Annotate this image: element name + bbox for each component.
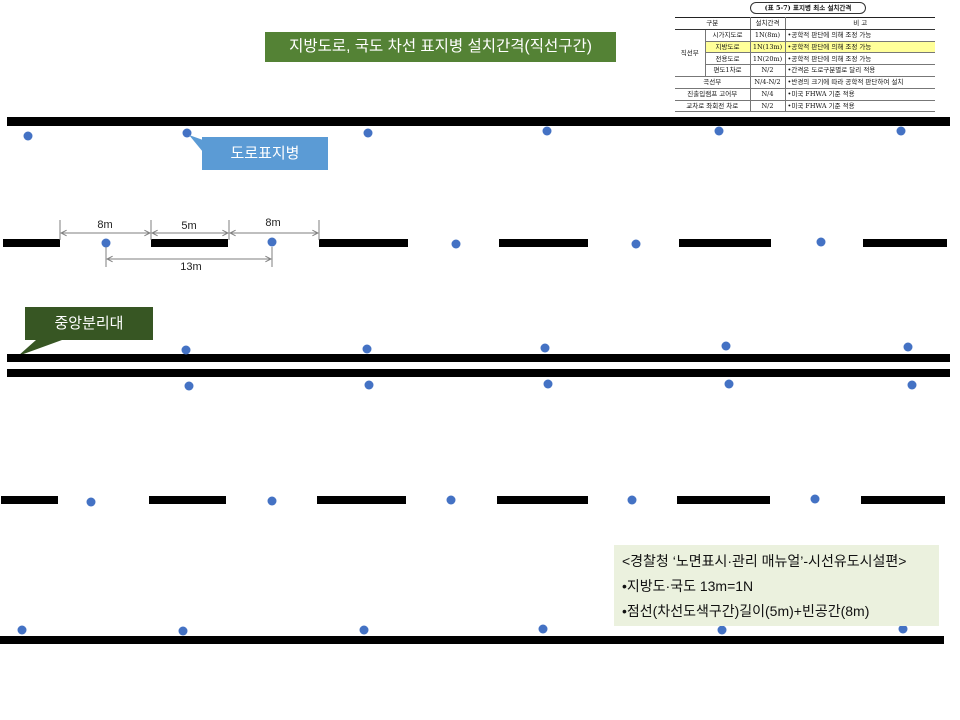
cell-note: •간격은 도로구분별로 달리 적용 xyxy=(784,64,935,77)
delineator-dot xyxy=(23,131,33,141)
cell-road-type: 편도1차로 xyxy=(704,64,750,77)
reference-info-box: <경찰청 ‘노면표시·관리 매뉴얼’-시선유도시설편> •지방도·국도 13m=… xyxy=(614,545,939,626)
info-line: •점선(차선도색구간)길이(5m)+빈공간(8m) xyxy=(622,603,870,619)
cell-note: •공학적 판단에 의해 조정 가능 xyxy=(784,29,935,42)
cell-note: •공학적 판단에 의해 조정 가능 xyxy=(784,41,935,54)
delineator-dot xyxy=(543,379,553,389)
cell-road-type: 지방도로 xyxy=(704,41,750,54)
table-row: 직선부 시가지도로 1N(8m) •공학적 판단에 의해 조정 가능 xyxy=(675,29,935,77)
delineator-dot xyxy=(896,126,906,136)
delineator-dot xyxy=(101,238,111,248)
delineator-dot xyxy=(810,494,820,504)
delineator-dot xyxy=(724,379,734,389)
cell-note: •공학적 판단에 의해 조정 가능 xyxy=(784,52,935,66)
cell-road-type: 교차로 좌회전 차로 xyxy=(675,100,750,113)
header-interval: 설치간격 xyxy=(749,17,785,30)
table-row: 곡선부 N/4-N/2 •반경의 크기에 따라 공학적 판단하여 설치 xyxy=(675,76,935,89)
cell-note: •미국 FHWA 기준 적용 xyxy=(784,88,935,101)
table-row: 진출입램프 고어부 N/4 •미국 FHWA 기준 적용 xyxy=(675,88,935,101)
info-line: •지방도·국도 13m=1N xyxy=(622,578,754,594)
lane-dash-segment xyxy=(151,239,228,247)
delineator-dot xyxy=(178,626,188,636)
cell-road-type: 진출입램프 고어부 xyxy=(675,88,750,101)
cell-note: •반경의 크기에 따라 공학적 판단하여 설치 xyxy=(784,76,935,89)
cell-interval: N/2 xyxy=(749,100,785,113)
cell-interval: 1N(20m) xyxy=(749,52,785,66)
table-row: 편도1차로 N/2 •간격은 도로구분별로 달리 적용 xyxy=(675,64,935,77)
cell-group-straight: 직선부 xyxy=(675,29,705,77)
median-line-lower xyxy=(7,369,950,377)
delineator-dot xyxy=(446,495,456,505)
info-heading: <경찰청 ‘노면표시·관리 매뉴얼’-시선유도시설편> xyxy=(622,553,907,569)
cell-interval: N/4-N/2 xyxy=(749,76,785,89)
cell-road-type: 곡선부 xyxy=(675,76,750,89)
header-category: 구분 xyxy=(675,17,750,30)
dimension-label-gap-right: 8m xyxy=(265,217,280,229)
delineator-dot xyxy=(184,381,194,391)
edge-line-solid xyxy=(0,636,944,644)
median-callout-pointer xyxy=(18,340,62,356)
delineator-dot xyxy=(907,380,917,390)
delineator-dot xyxy=(542,126,552,136)
lane-dash-segment xyxy=(499,239,588,247)
delineator-callout: 도로표지병 xyxy=(202,137,328,170)
median-callout: 중앙분리대 xyxy=(25,307,153,340)
cell-road-type: 시가지도로 xyxy=(704,29,750,42)
delineator-dot xyxy=(364,380,374,390)
delineator-dot xyxy=(627,495,637,505)
spacing-table: 구분 설치간격 비 고 직선부 시가지도로 1N(8m) •공학적 판단에 의해… xyxy=(675,17,935,113)
delineator-dot xyxy=(714,126,724,136)
lane-dash-segment xyxy=(319,239,408,247)
delineator-dot xyxy=(540,343,550,353)
lane-dash-segment xyxy=(679,239,771,247)
delineator-dot xyxy=(267,237,277,247)
lane-line-solid xyxy=(7,117,950,126)
lane-dash-segment xyxy=(497,496,588,504)
delineator-callout-pointer xyxy=(189,135,203,152)
diagram-title: 지방도로, 국도 차선 표지병 설치간격(직선구간) xyxy=(265,32,616,62)
cell-interval: N/4 xyxy=(749,88,785,101)
delineator-dot xyxy=(816,237,826,247)
lane-dash-segment xyxy=(317,496,406,504)
delineator-dot xyxy=(451,239,461,249)
delineator-dot xyxy=(362,344,372,354)
delineator-dot xyxy=(717,625,727,635)
cell-interval: 1N(13m) xyxy=(749,41,785,54)
table-row: 교차로 좌회전 차로 N/2 •미국 FHWA 기준 적용 xyxy=(675,100,935,113)
delineator-dot xyxy=(903,342,913,352)
lane-dash-segment xyxy=(677,496,770,504)
table-header-row: 구분 설치간격 비 고 xyxy=(675,17,935,30)
delineator-dot xyxy=(631,239,641,249)
delineator-dot xyxy=(363,128,373,138)
median-line-upper xyxy=(7,354,950,362)
table-row: 지방도로 1N(13m) •공학적 판단에 의해 조정 가능 xyxy=(675,41,935,54)
cell-interval: 1N(8m) xyxy=(749,29,785,42)
lane-dash-segment xyxy=(149,496,226,504)
cell-interval: N/2 xyxy=(749,64,785,77)
delineator-dot xyxy=(898,624,908,634)
cell-note: •미국 FHWA 기준 적용 xyxy=(784,100,935,113)
delineator-dot xyxy=(538,624,548,634)
lane-dash-segment xyxy=(3,239,60,247)
delineator-dot xyxy=(359,625,369,635)
lane-dash-segment xyxy=(1,496,58,504)
lane-dash-segment xyxy=(861,496,945,504)
cell-road-type: 전용도로 xyxy=(704,52,750,66)
delineator-dot xyxy=(181,345,191,355)
delineator-dot xyxy=(267,496,277,506)
header-note: 비 고 xyxy=(784,17,935,30)
delineator-dot xyxy=(17,625,27,635)
delineator-dot xyxy=(86,497,96,507)
dimension-label-dot-spacing: 13m xyxy=(180,261,201,273)
dimension-label-dash: 5m xyxy=(181,220,196,232)
dimension-label-gap-left: 8m xyxy=(97,219,112,231)
table-caption: (표 5-7) 표지병 최소 설치간격 xyxy=(750,2,866,14)
table-row: 전용도로 1N(20m) •공학적 판단에 의해 조정 가능 xyxy=(675,52,935,66)
lane-dash-segment xyxy=(863,239,947,247)
delineator-dot xyxy=(721,341,731,351)
